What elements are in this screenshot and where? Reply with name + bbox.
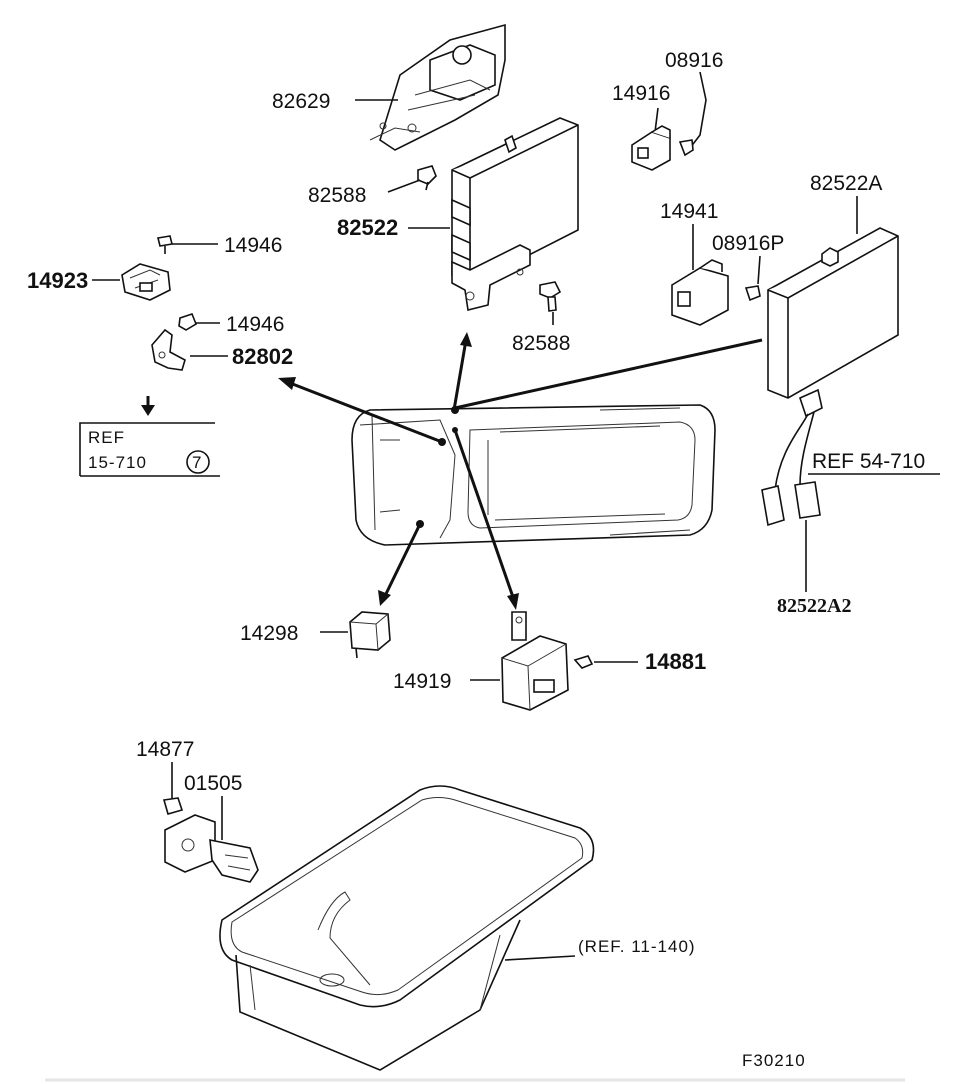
control-unit-82522-drawing xyxy=(451,117,579,311)
relay-14923-drawing xyxy=(121,263,171,301)
sensor-01505-drawing xyxy=(164,814,259,883)
part-label-08916P: 08916P xyxy=(712,232,784,255)
relay-14919-drawing xyxy=(501,611,569,711)
screw-82588-lower-drawing xyxy=(539,281,562,312)
ref-15-710-line1: REF xyxy=(88,428,125,447)
clip-14946-upper-drawing xyxy=(157,235,173,254)
screw-14881-drawing xyxy=(573,655,594,669)
module-82522A-drawing xyxy=(761,227,899,527)
relay-14298-drawing xyxy=(349,611,391,659)
bracket-82802-drawing xyxy=(151,328,186,371)
part-label-82588-upper: 82588 xyxy=(308,184,366,207)
part-label-14916: 14916 xyxy=(612,82,670,105)
relay-14916-drawing xyxy=(631,125,671,171)
part-label-14923: 14923 xyxy=(27,268,88,293)
part-label-14877: 14877 xyxy=(136,738,194,761)
bracket-82629-drawing xyxy=(369,23,506,151)
part-label-82522: 82522 xyxy=(337,215,398,240)
part-label-14881: 14881 xyxy=(645,649,706,674)
bolt-08916-drawing xyxy=(678,139,694,157)
clip-14877-drawing xyxy=(162,797,184,815)
vehicle-outline-drawing xyxy=(351,404,716,546)
part-label-08916: 08916 xyxy=(665,49,723,72)
part-label-82629: 82629 xyxy=(272,90,330,113)
oil-pan-drawing xyxy=(219,785,595,1071)
ref-15-710-line2: 15-710 xyxy=(88,453,147,472)
screw-82588-upper-drawing xyxy=(417,165,437,191)
part-label-14298: 14298 xyxy=(240,622,298,645)
clip-14946-lower-drawing xyxy=(178,313,197,331)
part-label-82802: 82802 xyxy=(232,344,293,369)
part-label-14941: 14941 xyxy=(660,200,718,223)
part-label-14946-lower: 14946 xyxy=(226,313,284,336)
part-label-14919: 14919 xyxy=(393,670,451,693)
ref-54-710: REF 54-710 xyxy=(812,450,925,473)
ref-15-710-circle-number: 7 xyxy=(192,453,202,472)
relay-14941-drawing xyxy=(671,259,729,326)
part-label-82522A2: 82522A2 xyxy=(777,595,851,617)
ref-15-710-box: REF 15-710 7 xyxy=(79,396,220,477)
leader-arrows xyxy=(278,332,763,610)
ref-11-140: (REF. 11-140) xyxy=(578,937,696,956)
part-label-82522A: 82522A xyxy=(810,172,882,195)
diagram-code: F30210 xyxy=(742,1051,806,1070)
part-label-01505: 01505 xyxy=(184,772,242,795)
bolt-08916P-drawing xyxy=(744,285,761,302)
part-label-82588-lower: 82588 xyxy=(512,332,570,355)
part-label-14946-upper: 14946 xyxy=(224,234,282,257)
